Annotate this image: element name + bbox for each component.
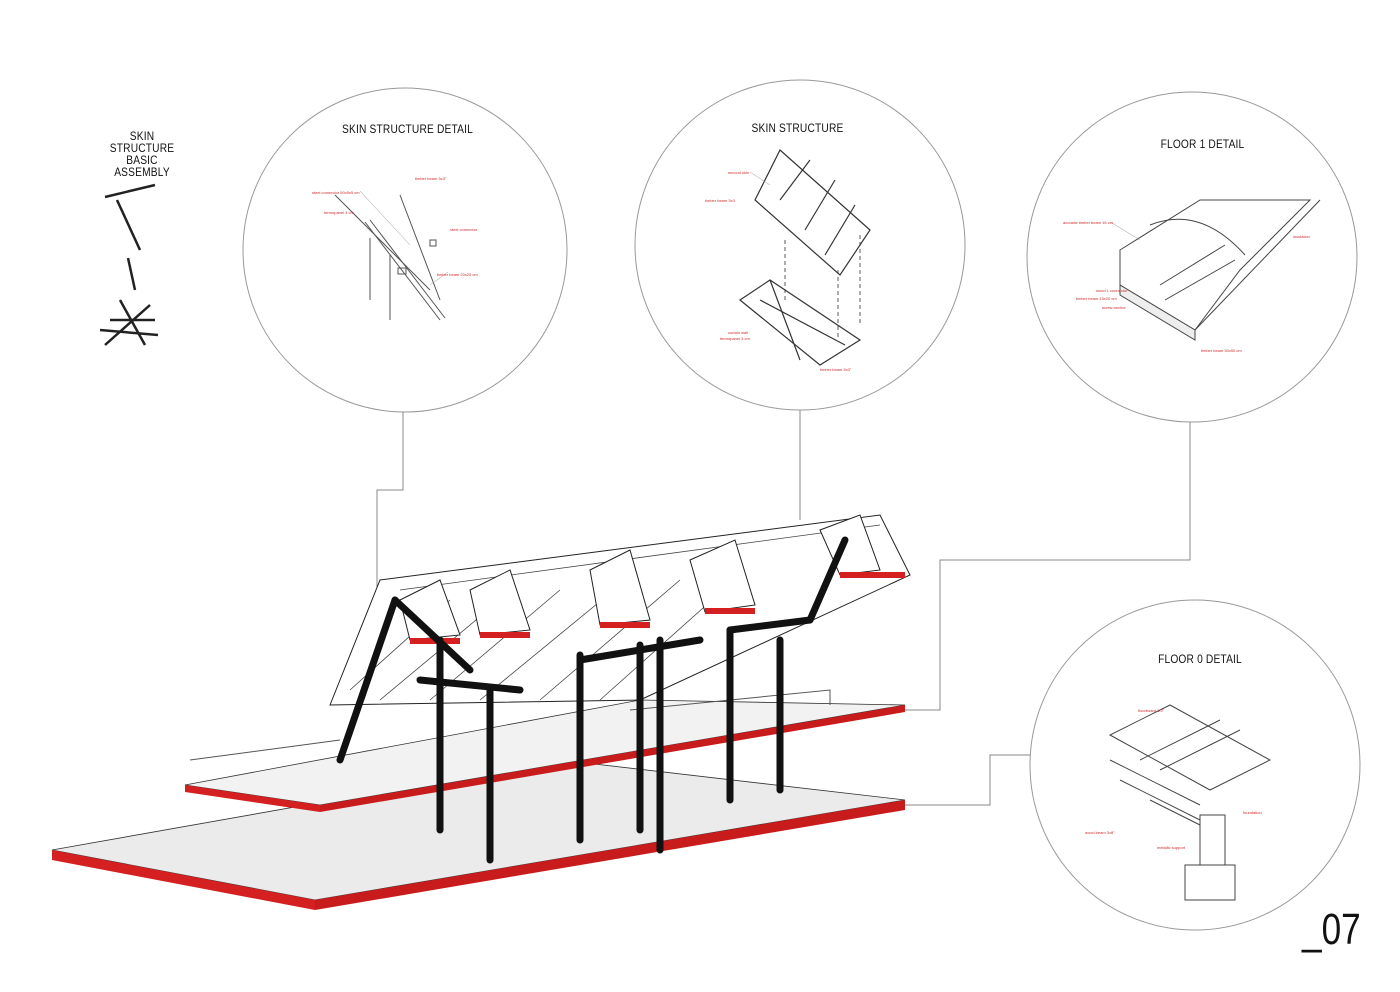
title-skin-structure: SKIN STRUCTURE <box>751 121 844 135</box>
floor1-circle <box>1026 91 1358 423</box>
title-basic-assembly: SKIN STRUCTURE BASIC ASSEMBLY <box>109 129 175 179</box>
label: termopanel 3 cm <box>720 336 750 341</box>
label: screw anchor <box>1102 305 1126 310</box>
main-columns <box>336 536 849 864</box>
title-floor1: FLOOR 1 DETAIL <box>1160 137 1245 151</box>
floor0-circle <box>1029 599 1361 931</box>
label: acoustic timber beam 16 cm <box>1063 220 1114 225</box>
label: timber beam 3x3" <box>415 176 447 181</box>
skin-detail-sketch <box>334 194 446 321</box>
label: curtain wall <box>728 330 749 335</box>
first-floor-slab <box>184 689 906 812</box>
label: steel connector 50x5x5 cm <box>312 190 360 195</box>
label: timber beam 3x3" <box>820 367 852 372</box>
label: second skin <box>728 170 750 175</box>
label: metallic support <box>1157 845 1186 850</box>
title-floor0: FLOOR 0 DETAIL <box>1158 652 1242 666</box>
base-slab <box>51 759 906 910</box>
label: steel connector <box>450 227 478 232</box>
label: wood L connector <box>1096 288 1128 293</box>
floor0-sketch <box>1108 704 1272 901</box>
label: foundation <box>1243 810 1262 815</box>
floor1-sketch <box>1119 199 1321 341</box>
label: wood beam 3x8" <box>1085 830 1115 835</box>
skin-structure-sketch <box>738 149 871 366</box>
label: floorboard 1/2" <box>1138 708 1165 713</box>
page-number: _07 <box>1302 905 1361 954</box>
roof-structure <box>329 514 911 706</box>
label: timber beam 3x3 <box>705 198 735 203</box>
label: timber beam 30x50 cm <box>1201 348 1242 353</box>
label: timber beam 20x20 cm <box>437 272 478 277</box>
skin-detail-circle <box>242 87 568 413</box>
basic-assembly-sketch <box>99 183 159 346</box>
label: insulation <box>1293 234 1310 239</box>
label: termopanel 3 cm <box>324 210 354 215</box>
label: timber beam 15x20 cm <box>1076 296 1117 301</box>
title-skin-detail: SKIN STRUCTURE DETAIL <box>342 122 473 136</box>
